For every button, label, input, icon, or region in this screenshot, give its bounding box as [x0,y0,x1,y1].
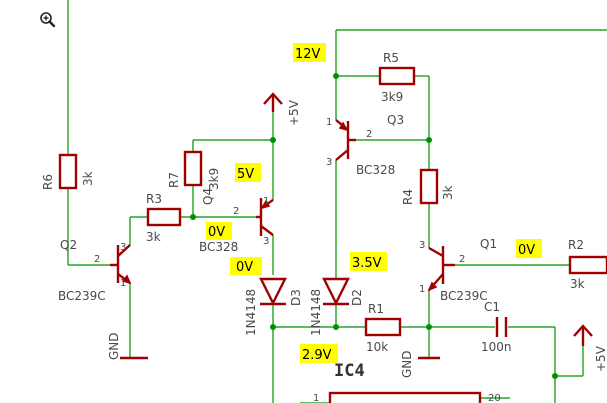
q2-ref: Q2 [60,238,77,252]
r6-ref: R6 [41,174,55,190]
pin-label: 1 [263,196,269,207]
gnd-label-q2: GND [107,332,121,360]
transistor-q3[interactable] [335,119,356,161]
r3-value: 3k [146,230,161,244]
pin-label: 3 [263,236,269,247]
r4-value: 3k [441,185,455,200]
pin-label: 1 [313,393,319,403]
r5-value: 3k9 [381,90,403,104]
voltage-12v: 12V [295,47,321,62]
resistor-r1[interactable] [364,317,402,337]
labels: R6 3k R3 3k R7 3k9 Q4 BC328 Q2 BC239C R5… [41,51,607,403]
voltage-0v-q1-base: 0V [518,243,535,258]
junctions [190,73,558,379]
pin-label: 3 [120,242,126,253]
d2-ref: D2 [350,289,364,306]
q3-value: BC328 [356,163,395,177]
resistor-r2[interactable] [568,255,607,275]
resistor-r5[interactable] [378,66,416,86]
pin-label: 3 [326,157,332,168]
pin-label: 1 [326,117,332,128]
r4-ref: R4 [401,189,415,205]
r2-value: 3k [570,277,585,291]
d3-value: 1N4148 [244,289,258,336]
pin-label: 20 [488,393,501,403]
voltage-0v-q4-collector: 0V [236,260,253,275]
pin-label: 1 [120,278,126,289]
resistor-r3[interactable] [146,207,182,227]
voltage-annotations: 12V 5V 0V 0V 3.5V 0V 2.9V [206,43,542,363]
resistor-r6[interactable] [58,153,78,190]
zoom-in-icon[interactable] [38,10,58,30]
voltage-2-9v: 2.9V [302,348,332,363]
supply-arrow-right-icon [573,324,593,346]
gnd-label-q1: GND [400,350,414,378]
c1-value: 100n [481,340,512,354]
pin-label: 2 [366,129,372,140]
pin-label: 1 [419,284,425,295]
transistor-q1[interactable] [427,246,455,292]
q1-ref: Q1 [480,237,497,251]
r6-value: 3k [81,171,95,186]
plus-partial-label: +5V [594,345,607,372]
r7-ref: R7 [167,172,181,188]
d2-value: 1N4148 [309,289,323,336]
voltage-5v: 5V [237,167,254,182]
pin-label: 2 [233,206,239,217]
r1-ref: R1 [368,302,384,316]
r1-value: 10k [366,340,388,354]
q3-ref: Q3 [387,113,404,127]
d3-ref: D3 [289,289,303,306]
transistor-q4[interactable] [256,198,274,236]
r5-ref: R5 [383,51,399,65]
q4-ref: Q4 [201,188,215,205]
transistor-q2[interactable] [110,244,132,285]
resistor-r7[interactable] [183,150,203,187]
r7-value: 3k9 [207,168,221,190]
r2-ref: R2 [568,238,584,252]
voltage-3-5v: 3.5V [352,256,382,271]
r3-ref: R3 [146,192,162,206]
ic4-body[interactable] [328,391,482,403]
resistor-r4[interactable] [419,168,439,205]
pin-label: 2 [459,254,465,265]
c1-ref: C1 [484,300,500,314]
pin-label: 3 [419,240,425,251]
q4-value: BC328 [199,240,238,254]
plus5v-label: +5V [287,99,301,126]
pin-label: 2 [94,254,100,265]
q2-value: BC239C [58,289,106,303]
q1-value: BC239C [440,289,488,303]
diode-d2[interactable] [322,277,350,306]
plus5v-arrow-icon [263,92,283,112]
voltage-0v-q4-base: 0V [208,225,225,240]
capacitor-c1[interactable] [495,317,508,337]
ic4-ref: IC4 [334,361,365,381]
diode-d3[interactable] [259,277,287,306]
